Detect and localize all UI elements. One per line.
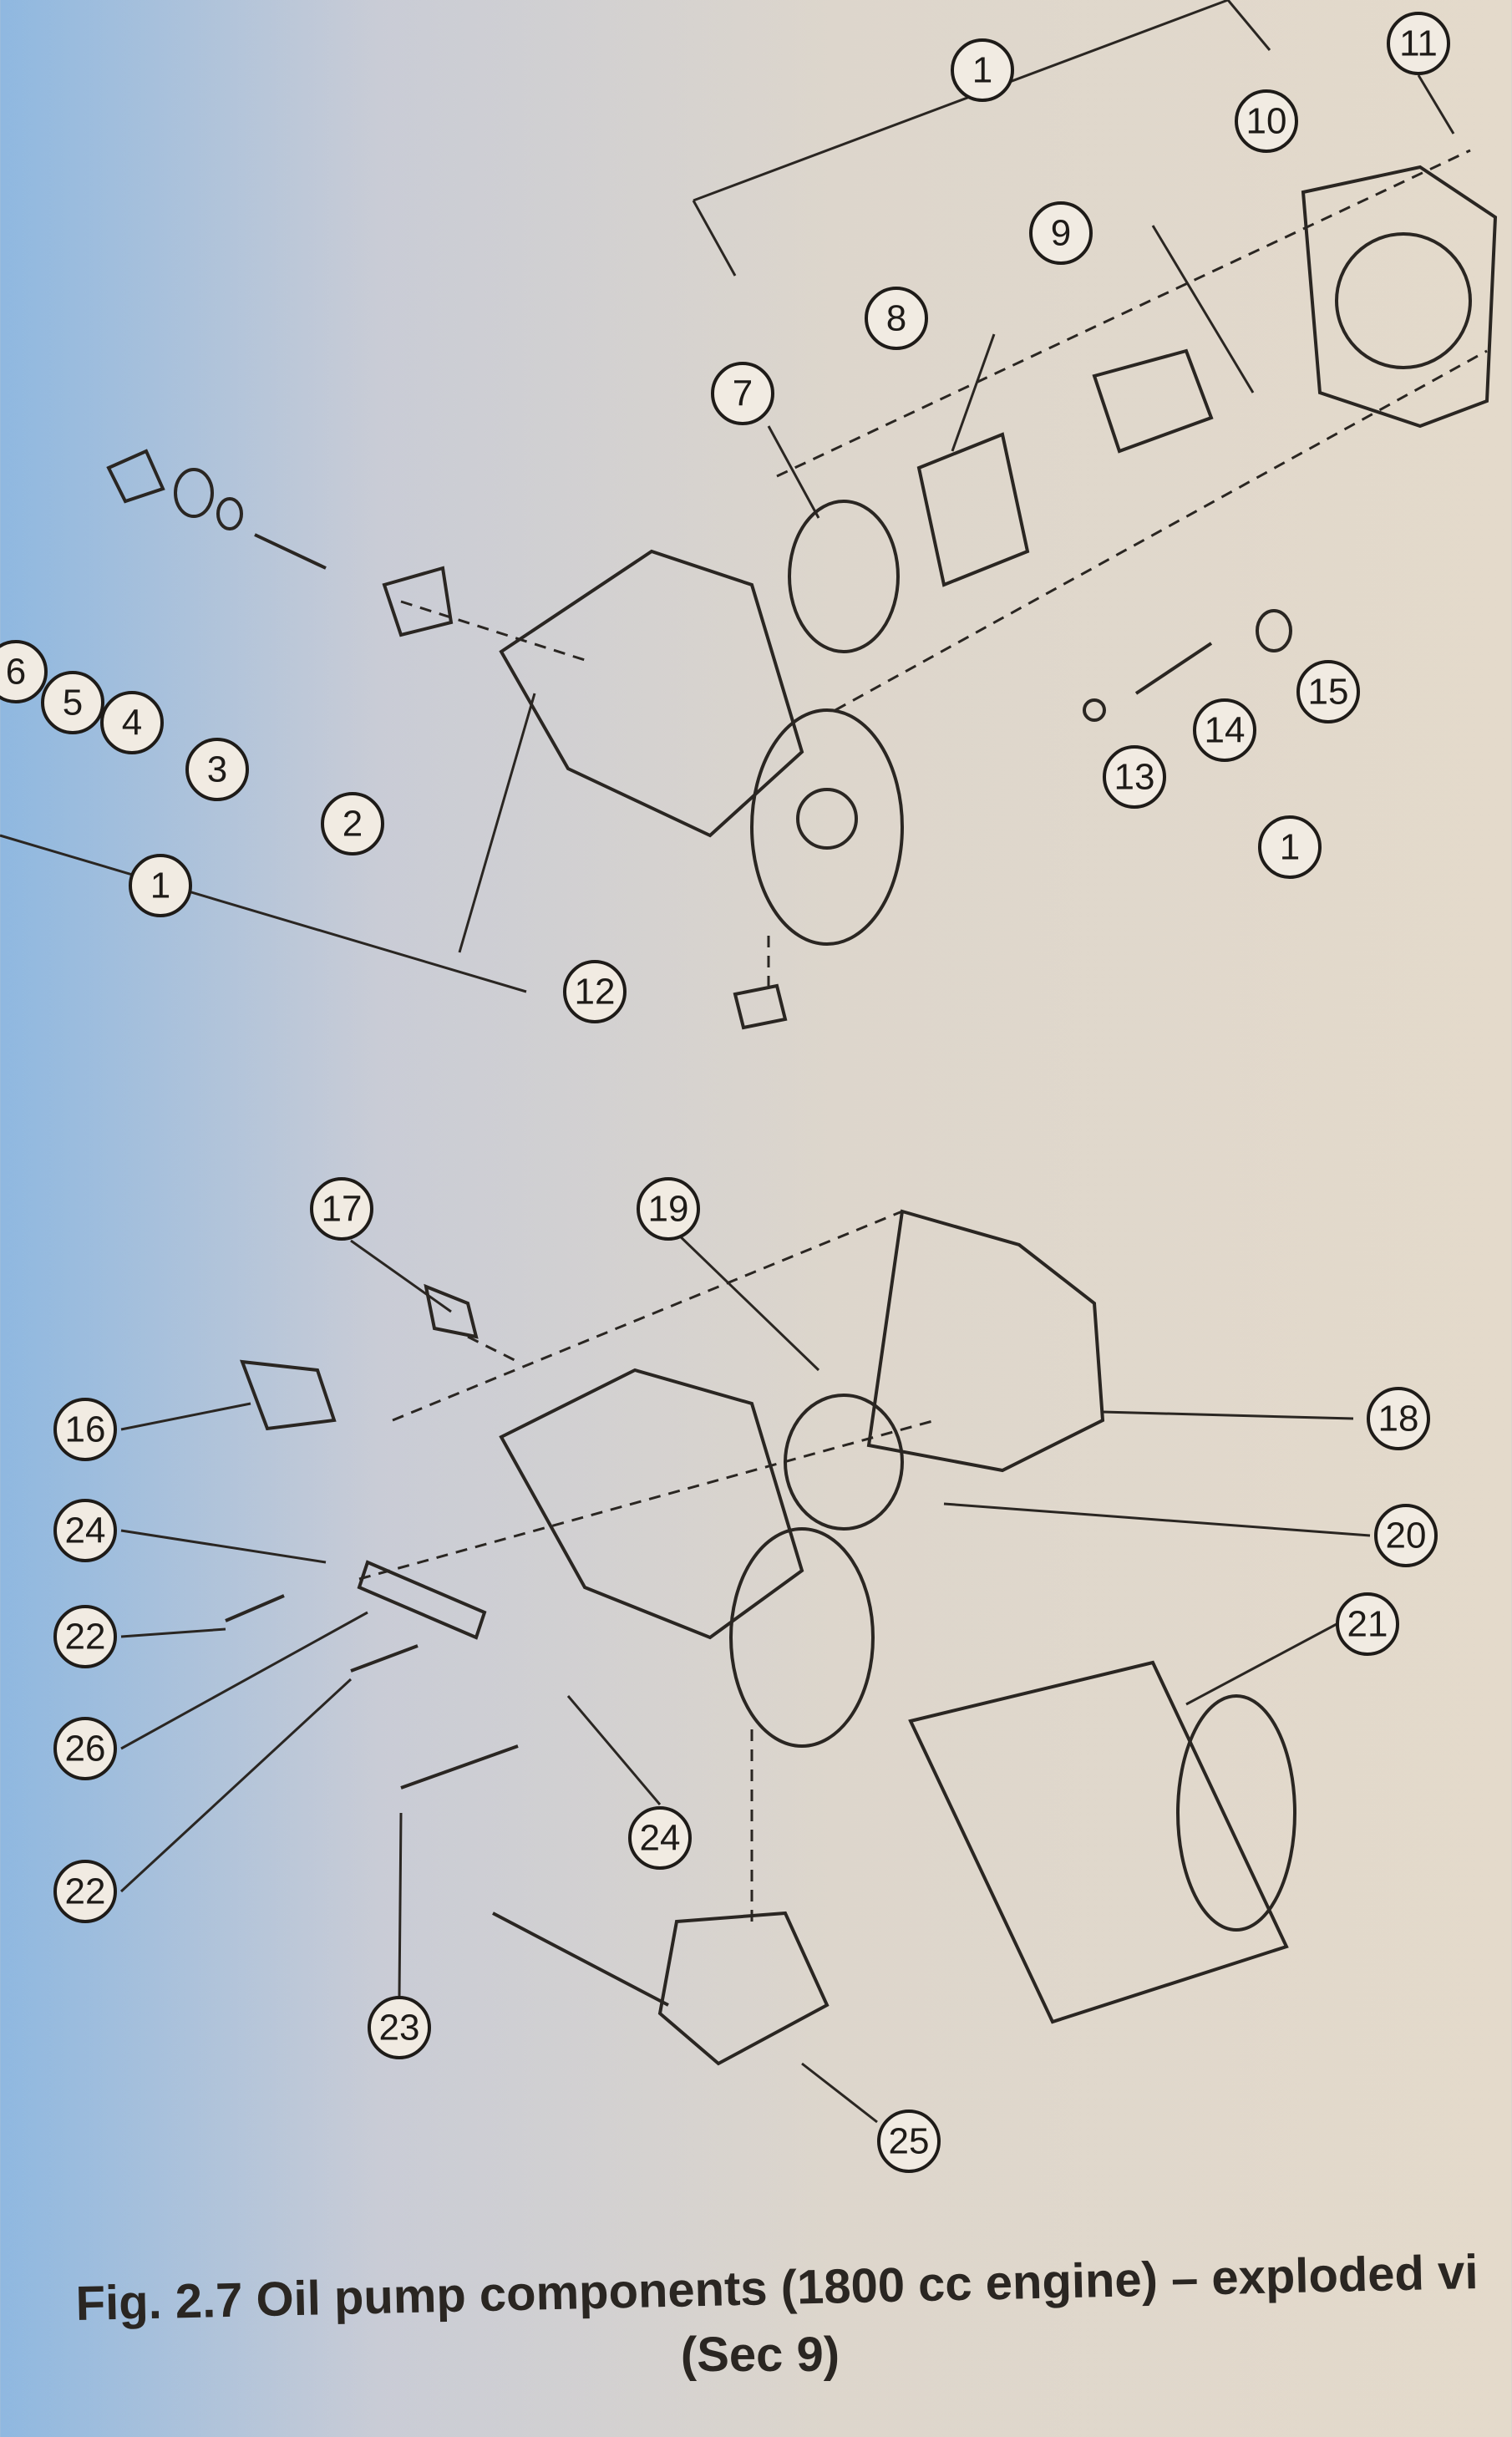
callout-24-center: 24 bbox=[628, 1806, 692, 1870]
callout-16: 16 bbox=[53, 1398, 117, 1461]
callout-3: 3 bbox=[185, 738, 249, 801]
callout-13: 13 bbox=[1103, 745, 1166, 809]
svg-text:16: 16 bbox=[65, 1409, 106, 1450]
leader-lines bbox=[119, 74, 1455, 2124]
svg-text:2: 2 bbox=[342, 804, 363, 845]
svg-text:18: 18 bbox=[1378, 1399, 1419, 1439]
svg-text:23: 23 bbox=[379, 2008, 420, 2049]
svg-text:11: 11 bbox=[1399, 23, 1438, 64]
svg-text:24: 24 bbox=[65, 1510, 106, 1551]
svg-text:1: 1 bbox=[150, 866, 170, 906]
figure-caption-section: (Sec 9) bbox=[680, 2328, 840, 2382]
svg-text:26: 26 bbox=[65, 1729, 106, 1769]
svg-text:10: 10 bbox=[1246, 101, 1287, 142]
callout-22-upper: 22 bbox=[53, 1605, 117, 1668]
callout-9: 9 bbox=[1029, 201, 1093, 265]
callout-23: 23 bbox=[368, 1996, 431, 2059]
svg-text:9: 9 bbox=[1051, 213, 1071, 254]
callout-2: 2 bbox=[321, 792, 384, 855]
callout-14: 14 bbox=[1193, 698, 1256, 762]
callout-12: 12 bbox=[563, 960, 627, 1023]
svg-text:13: 13 bbox=[1114, 757, 1155, 798]
callout-26: 26 bbox=[53, 1717, 117, 1780]
callout-20: 20 bbox=[1374, 1504, 1438, 1567]
callout-24-left: 24 bbox=[53, 1499, 117, 1562]
svg-text:17: 17 bbox=[322, 1189, 363, 1230]
svg-text:24: 24 bbox=[640, 1818, 681, 1859]
callout-1-left: 1 bbox=[129, 854, 192, 917]
svg-text:20: 20 bbox=[1386, 1516, 1427, 1556]
lower-pump-parts bbox=[225, 1209, 1296, 2066]
callout-8: 8 bbox=[865, 287, 928, 350]
callout-7: 7 bbox=[711, 362, 774, 425]
svg-text:21: 21 bbox=[1347, 1604, 1388, 1645]
callout-15: 15 bbox=[1296, 660, 1360, 723]
callout-21: 21 bbox=[1336, 1592, 1399, 1656]
svg-text:6: 6 bbox=[6, 652, 26, 693]
svg-text:22: 22 bbox=[65, 1617, 106, 1658]
svg-text:8: 8 bbox=[886, 298, 906, 339]
svg-text:22: 22 bbox=[65, 1871, 106, 1912]
svg-text:3: 3 bbox=[207, 749, 227, 790]
svg-text:5: 5 bbox=[63, 683, 83, 723]
callout-10: 10 bbox=[1235, 89, 1298, 153]
callout-18: 18 bbox=[1367, 1387, 1430, 1450]
callout-4: 4 bbox=[100, 691, 164, 754]
callout-22-lower: 22 bbox=[53, 1860, 117, 1923]
upper-pump-parts bbox=[0, 0, 1498, 1030]
callout-6: 6 bbox=[0, 640, 48, 703]
svg-text:12: 12 bbox=[575, 972, 616, 1013]
svg-text:14: 14 bbox=[1205, 710, 1246, 751]
callout-1-right: 1 bbox=[1258, 815, 1322, 879]
callout-1-top: 1 bbox=[951, 38, 1014, 102]
svg-text:7: 7 bbox=[733, 373, 753, 414]
callout-17: 17 bbox=[310, 1177, 373, 1241]
callout-11: 11 bbox=[1387, 12, 1450, 75]
callout-5: 5 bbox=[41, 671, 104, 734]
callout-25: 25 bbox=[877, 2110, 941, 2173]
callout-19: 19 bbox=[637, 1177, 700, 1241]
svg-text:15: 15 bbox=[1308, 672, 1349, 713]
svg-text:1: 1 bbox=[1280, 827, 1300, 868]
svg-text:1: 1 bbox=[972, 50, 992, 91]
svg-text:4: 4 bbox=[122, 703, 142, 744]
svg-text:25: 25 bbox=[889, 2121, 930, 2162]
svg-text:19: 19 bbox=[648, 1189, 689, 1230]
